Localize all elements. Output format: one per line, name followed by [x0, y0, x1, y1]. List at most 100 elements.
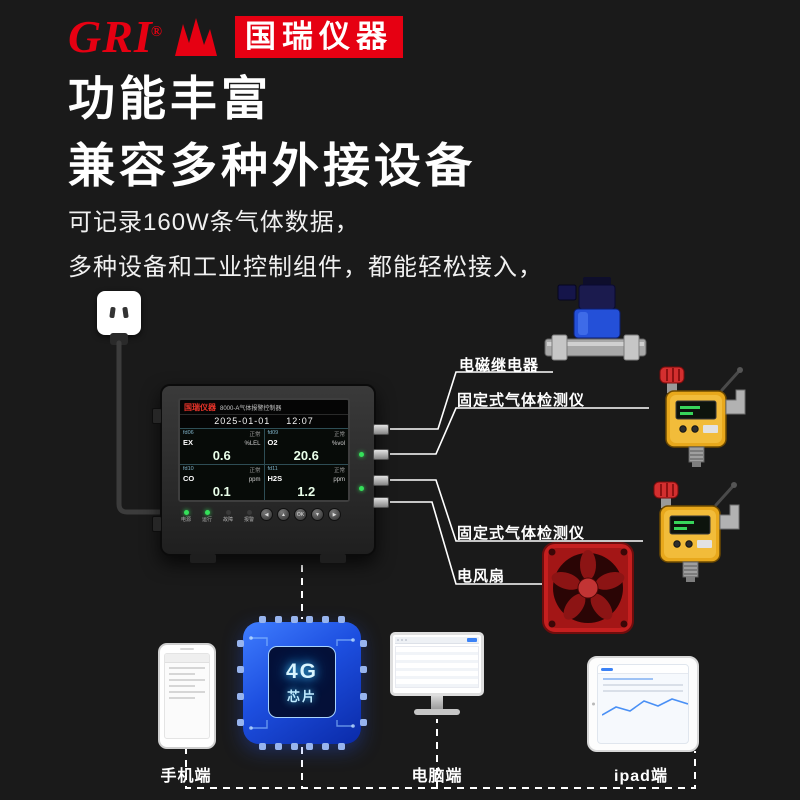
body-text-1: 可记录160W条气体数据， [68, 209, 360, 236]
screen-brand: 国瑞仪器 [184, 403, 216, 412]
channel-cell: fd09 正常 O2 %vol 20.6 [264, 429, 348, 464]
gas-detector-bottom-image [653, 481, 740, 582]
channel-id: fd11 [267, 466, 278, 472]
relay-label: 电磁继电器 [459, 357, 540, 374]
socket-hole [122, 306, 129, 319]
phone-mockup [158, 643, 216, 749]
channel-unit: %vol [331, 441, 345, 447]
channel-gas: O2 [267, 438, 278, 447]
body-text-2: 多种设备和工业控制组件，都能轻松接入， [68, 254, 543, 281]
detector-top-label: 固定式气体检测仪 [457, 392, 586, 409]
fan-image [542, 542, 634, 634]
4g-chip-image: 4G 芯片 [237, 616, 367, 750]
power-plug-image [110, 333, 128, 345]
ipad-label: ipad端 [614, 768, 668, 785]
run-led [204, 510, 210, 515]
screen-time: 12:07 [286, 416, 314, 426]
mounting-ear [152, 516, 162, 532]
channel-gas: EX [183, 438, 194, 447]
channel-id: fd10 [183, 466, 194, 472]
chip-core: 4G 芯片 [268, 646, 336, 718]
right-button: ▶ [328, 508, 341, 521]
pc-label: 电脑端 [411, 768, 463, 785]
screen-model: 8000-A气体报警控制器 [220, 406, 282, 412]
channel-value: 20.6 [293, 447, 319, 463]
power-cable [116, 340, 165, 515]
power-led [183, 510, 189, 515]
chip-4g-text: 4G [285, 659, 318, 683]
detector-bottom-label: 固定式气体检测仪 [457, 525, 586, 542]
socket-hole [109, 306, 116, 319]
led-label: 电源 [180, 517, 191, 523]
channel-id: fd06 [183, 430, 194, 436]
io-led [359, 452, 364, 457]
channel-unit: ppm [333, 477, 345, 483]
mounting-foot [190, 554, 216, 563]
controller-screen: 国瑞仪器 8000-A气体报警控制器 2025-01-01 12:07 fd06… [178, 398, 350, 502]
chip-circuit-traces [249, 636, 355, 730]
screen-date: 2025-01-01 [214, 416, 271, 426]
channel-status: 正常 [249, 468, 261, 474]
ok-button: OK [294, 508, 307, 521]
channel-value: 0.6 [212, 447, 231, 463]
chip-pins [259, 616, 345, 623]
channel-gas: H2S [267, 474, 283, 483]
phone-speaker [180, 648, 194, 650]
fault-led [225, 510, 231, 515]
gas-detector-top-image [659, 366, 746, 467]
channel-status: 正常 [249, 432, 261, 438]
wire-detector-top [390, 407, 649, 455]
screen-header: 国瑞仪器 8000-A气体报警控制器 [180, 400, 348, 415]
headline-2: 兼容多种外接设备 [68, 139, 476, 192]
io-led [359, 486, 364, 491]
channel-grid: fd06 正常 EX %LEL 0.6 fd09 正常 O2 %vol 20.6 fd1… [180, 428, 348, 500]
channel-unit: %LEL [244, 441, 261, 447]
status-leds: 电源 运行 故障 报警 [180, 510, 255, 523]
channel-unit: ppm [248, 477, 261, 483]
chip-pins [360, 640, 367, 726]
output-terminal [373, 475, 389, 486]
solenoid-valve-image [544, 277, 647, 361]
led-label: 故障 [222, 517, 233, 523]
chip-pins [259, 743, 345, 750]
down-button: ▼ [311, 508, 324, 521]
registered-mark: ® [150, 24, 164, 40]
left-button: ◀ [260, 508, 273, 521]
tablet-screen [597, 664, 689, 744]
gri-logo-text: GRI® [68, 11, 164, 62]
pc-mockup [390, 632, 484, 715]
screen-datetime: 2025-01-01 12:07 [180, 415, 348, 428]
channel-gas: CO [183, 474, 195, 483]
wall-socket-image [97, 291, 141, 335]
pc-screen [390, 632, 484, 696]
fan-label: 电风扇 [457, 568, 506, 585]
tablet-camera [592, 702, 595, 706]
channel-status: 正常 [333, 468, 345, 474]
channel-status: 正常 [333, 432, 345, 438]
pc-stand [431, 696, 443, 709]
output-terminal [373, 497, 389, 508]
chip-cn-text: 芯片 [286, 688, 317, 704]
tablet-mockup [587, 656, 699, 752]
output-terminal [373, 449, 389, 460]
mounting-ear [152, 408, 162, 424]
pc-base [414, 709, 460, 715]
tablet-chart [602, 698, 688, 716]
channel-id: fd09 [267, 430, 279, 436]
channel-cell: fd06 正常 EX %LEL 0.6 [180, 429, 264, 464]
chip-pins [237, 640, 244, 726]
up-button: ▲ [277, 508, 290, 521]
mounting-foot [320, 554, 346, 563]
brand-logo: GRI® 国瑞仪器 [68, 11, 404, 62]
phone-screen [164, 653, 210, 739]
output-terminal [373, 424, 389, 435]
alarm-led [246, 510, 252, 515]
brand-name-block: 国瑞仪器 [235, 15, 404, 59]
channel-value: 0.1 [212, 483, 231, 499]
headline-1: 功能丰富 [68, 72, 272, 125]
led-label: 报警 [243, 517, 254, 523]
waveform-icon [175, 18, 218, 56]
phone-label: 手机端 [160, 768, 212, 785]
